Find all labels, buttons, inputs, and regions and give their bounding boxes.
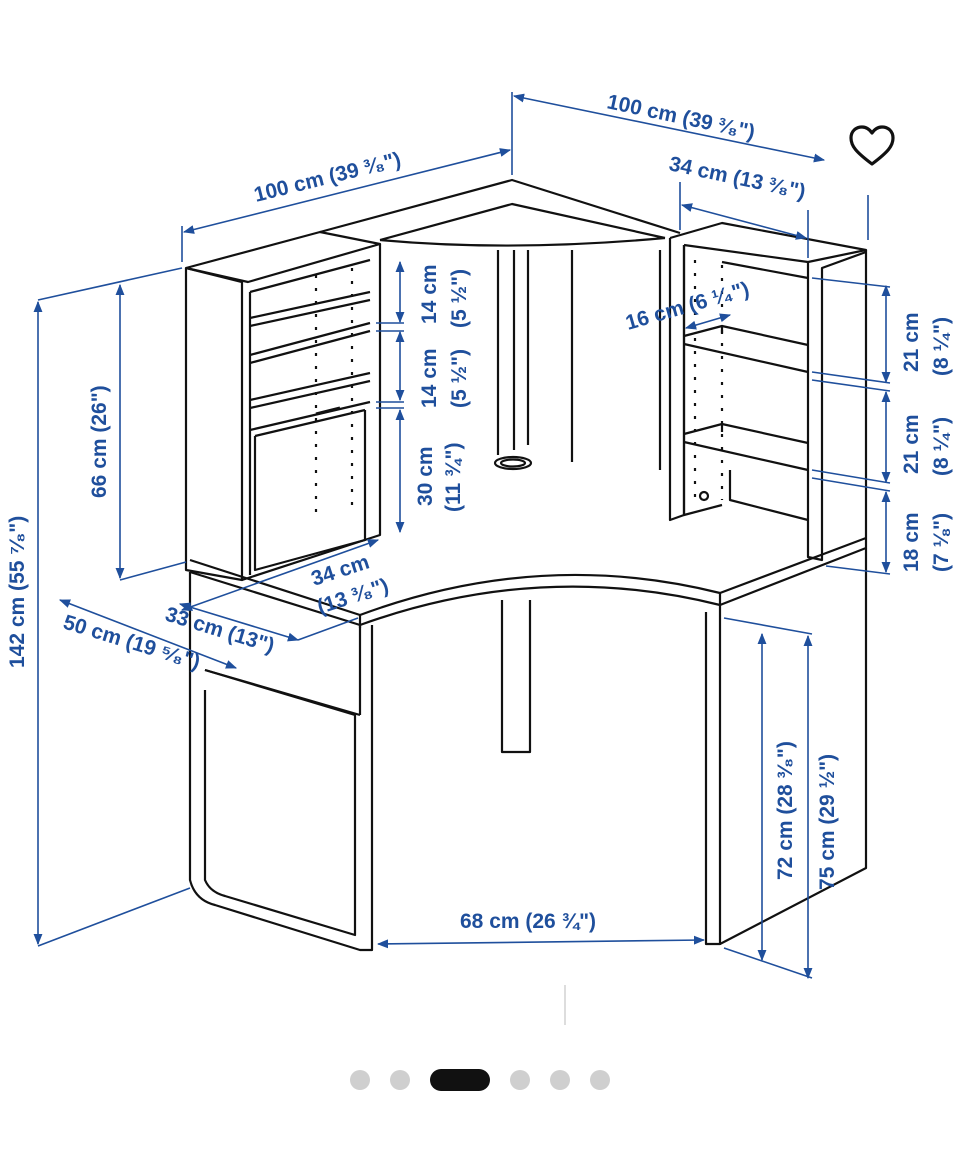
carousel-dot-4[interactable] xyxy=(510,1070,530,1090)
dim-legroom-width: 68 cm (26 ¾") xyxy=(460,910,596,933)
dim-desk-height: 75 cm (29 ½") xyxy=(816,754,839,890)
carousel-pagination xyxy=(0,1064,960,1096)
dim-shelf-depth-right: 34 cm (13 ³⁄₈") xyxy=(667,152,808,203)
desk-outline xyxy=(184,178,868,1025)
dim-left-door-in: (11 ¾") xyxy=(442,443,465,513)
dimension-lines xyxy=(33,92,891,980)
carousel-dot-1[interactable] xyxy=(350,1070,370,1090)
carousel-dot-2[interactable] xyxy=(390,1070,410,1090)
dim-left-height-shelves: 66 cm (26") xyxy=(88,385,111,498)
carousel-dot-3-active[interactable] xyxy=(430,1069,490,1091)
dim-right-shelf-mid-cm: 21 cm xyxy=(900,414,923,474)
dim-legroom-height: 72 cm (28 ³⁄₈") xyxy=(774,741,797,880)
dim-top-right-width: 100 cm (39 ³⁄₈") xyxy=(605,90,757,144)
dim-top-left-width: 100 cm (39 ³⁄₈") xyxy=(252,148,404,207)
favorite-button[interactable] xyxy=(842,118,902,174)
dim-left-shelf-top-cm: 14 cm xyxy=(418,264,441,324)
dim-total-height: 142 cm (55 ⁷⁄₈") xyxy=(6,516,29,668)
dim-right-shelf-bottom-cm: 18 cm xyxy=(900,512,923,572)
carousel-dot-6[interactable] xyxy=(590,1070,610,1090)
dim-right-shelf-mid-in: (8 ¼") xyxy=(930,417,953,476)
dim-right-shelf-bottom-in: (7 ⅛") xyxy=(930,513,953,572)
dim-left-shelf-mid-in: (5 ½") xyxy=(448,349,471,408)
carousel-dot-5[interactable] xyxy=(550,1070,570,1090)
dim-left-shelf-mid-cm: 14 cm xyxy=(418,348,441,408)
heart-outline-icon xyxy=(849,125,895,166)
dim-right-shelf-top-cm: 21 cm xyxy=(900,312,923,372)
dim-right-shelf-top-in: (8 ¼") xyxy=(930,317,953,376)
dim-left-shelf-top-in: (5 ½") xyxy=(448,269,471,328)
dim-left-door-cm: 30 cm xyxy=(414,446,437,506)
dim-shelf-gap-right: 16 cm (6 ¹⁄₄") xyxy=(623,278,752,335)
